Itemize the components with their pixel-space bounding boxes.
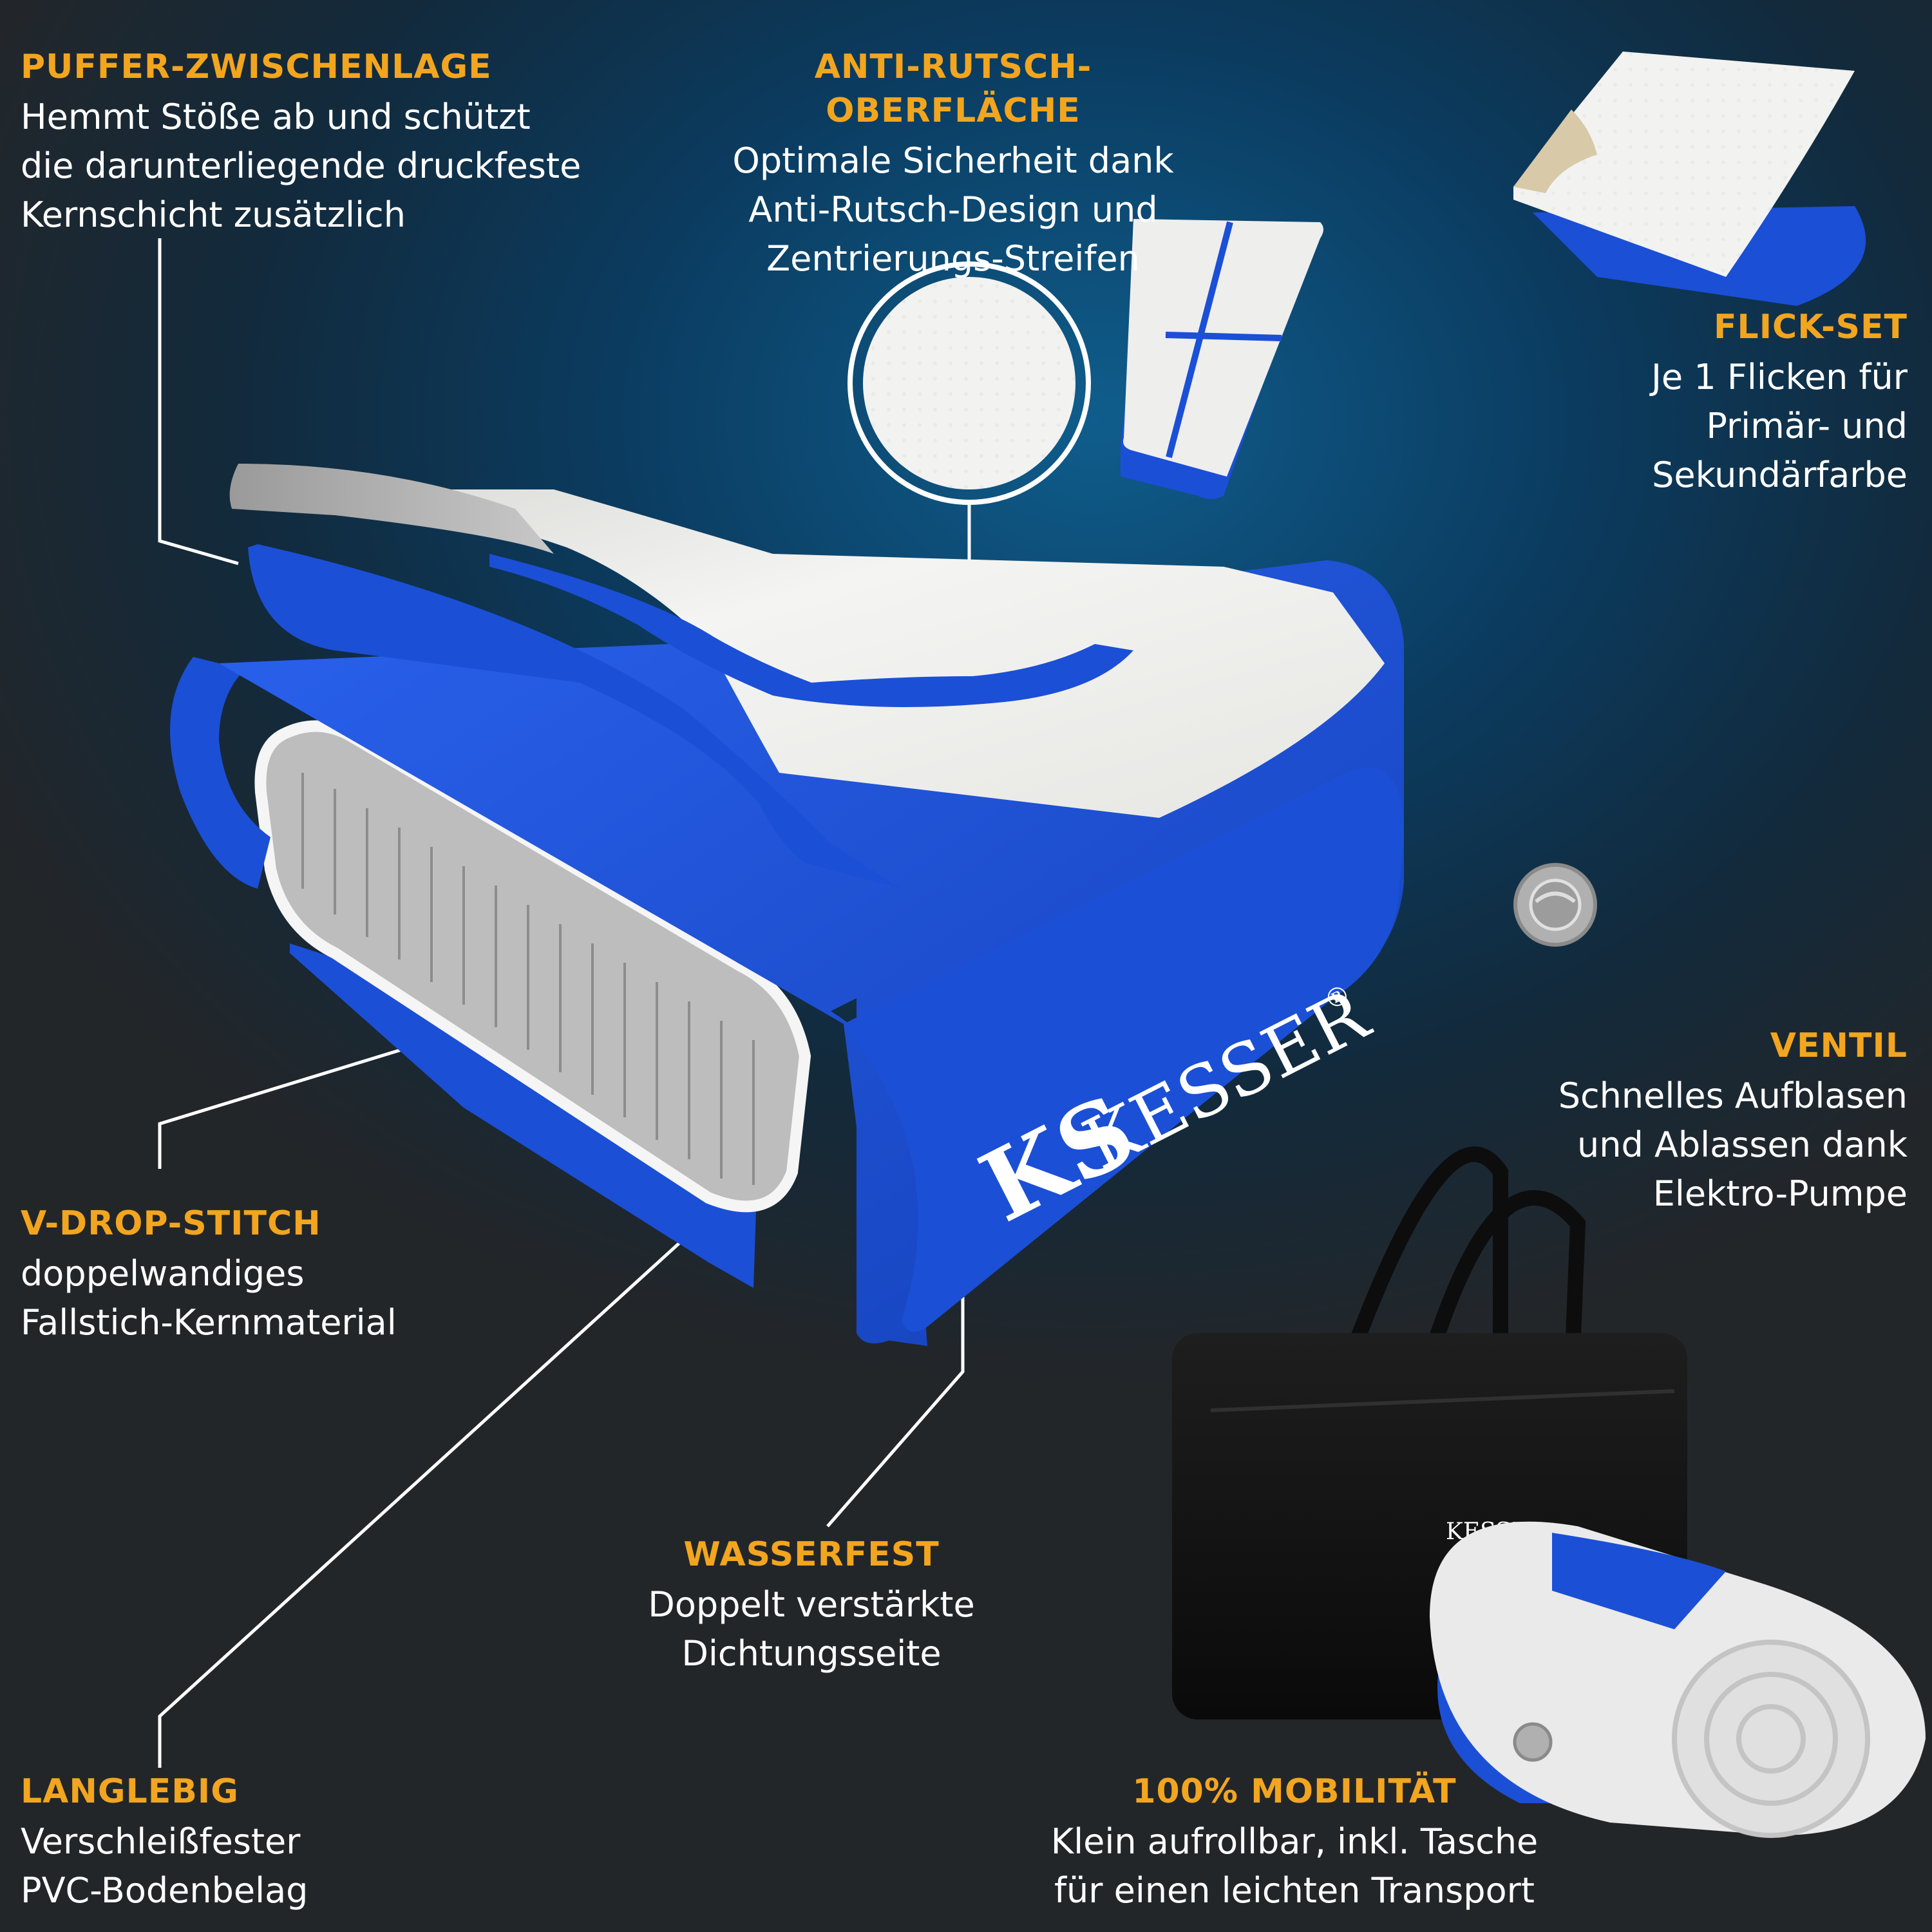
callout-mobilitaet: 100% MOBILITÄT Klein aufrollbar, inkl. T… bbox=[1024, 1770, 1565, 1915]
bottom-base-sheet bbox=[290, 943, 760, 1288]
callout-text: Optimale Sicherheit dank Anti-Rutsch-Des… bbox=[732, 140, 1174, 279]
callout-flick-set: FLICK-SET Je 1 Flicken für Primär- und S… bbox=[1521, 305, 1908, 500]
callout-v-drop-stitch: V-DROP-STITCH doppelwandiges Fallstich-K… bbox=[21, 1202, 397, 1347]
callout-title: V-DROP-STITCH bbox=[21, 1204, 321, 1243]
callout-langlebig: LANGLEBIG Verschleißfester PVC-Bodenbela… bbox=[21, 1770, 308, 1915]
leader-lines bbox=[158, 238, 971, 1768]
top-flap-underside bbox=[229, 464, 554, 554]
callout-puffer-zwischenlage: PUFFER-ZWISCHENLAGE Hemmt Stöße ab und s… bbox=[21, 45, 581, 240]
callout-title: VENTIL bbox=[1770, 1027, 1908, 1065]
leader-v-drop-stitch bbox=[158, 1019, 497, 1169]
callout-title: LANGLEBIG bbox=[21, 1772, 239, 1811]
surface-magnifier bbox=[848, 261, 1091, 505]
callout-text: Klein aufrollbar, inkl. Tasche für einen… bbox=[1050, 1821, 1539, 1911]
puffer-layer bbox=[248, 544, 902, 889]
mini-mat bbox=[1121, 219, 1323, 499]
callout-anti-rutsch-oberflaeche: ANTI-RUTSCH-OBERFLÄCHE Optimale Sicherhe… bbox=[689, 45, 1217, 283]
patch-kit bbox=[1513, 52, 1866, 306]
callout-text: doppelwandiges Fallstich-Kernmaterial bbox=[21, 1253, 397, 1343]
callout-ventil: VENTIL Schnelles Aufblasen und Ablassen … bbox=[1457, 1024, 1908, 1218]
mat-body-rear bbox=[170, 657, 270, 889]
callout-title: WASSERFEST bbox=[683, 1535, 940, 1574]
callout-title: FLICK-SET bbox=[1714, 308, 1908, 346]
callout-text: Hemmt Stöße ab und schützt die darunterl… bbox=[21, 97, 582, 235]
callout-text: Verschleißfester PVC-Bodenbelag bbox=[21, 1821, 308, 1911]
rolled-mat bbox=[1430, 1521, 1926, 1838]
callout-title: ANTI-RUTSCH-OBERFLÄCHE bbox=[814, 48, 1092, 130]
valve-icon bbox=[1513, 863, 1597, 947]
drop-stitch-threads bbox=[301, 773, 755, 1185]
callout-wasserfest: WASSERFEST Doppelt verstärkte Dichtungss… bbox=[618, 1533, 1005, 1678]
top-surface bbox=[245, 489, 1385, 818]
callout-title: PUFFER-ZWISCHENLAGE bbox=[21, 48, 492, 86]
leader-langlebig bbox=[158, 1209, 716, 1768]
callout-title: 100% MOBILITÄT bbox=[1132, 1772, 1457, 1811]
leader-puffer bbox=[158, 238, 239, 565]
callout-text: Schnelles Aufblasen und Ablassen dank El… bbox=[1558, 1075, 1908, 1214]
callout-text: Doppelt verstärkte Dichtungsseite bbox=[648, 1584, 975, 1674]
callout-text: Je 1 Flicken für Primär- und Sekundärfar… bbox=[1651, 357, 1908, 495]
mat-front-panel bbox=[844, 767, 1404, 1332]
